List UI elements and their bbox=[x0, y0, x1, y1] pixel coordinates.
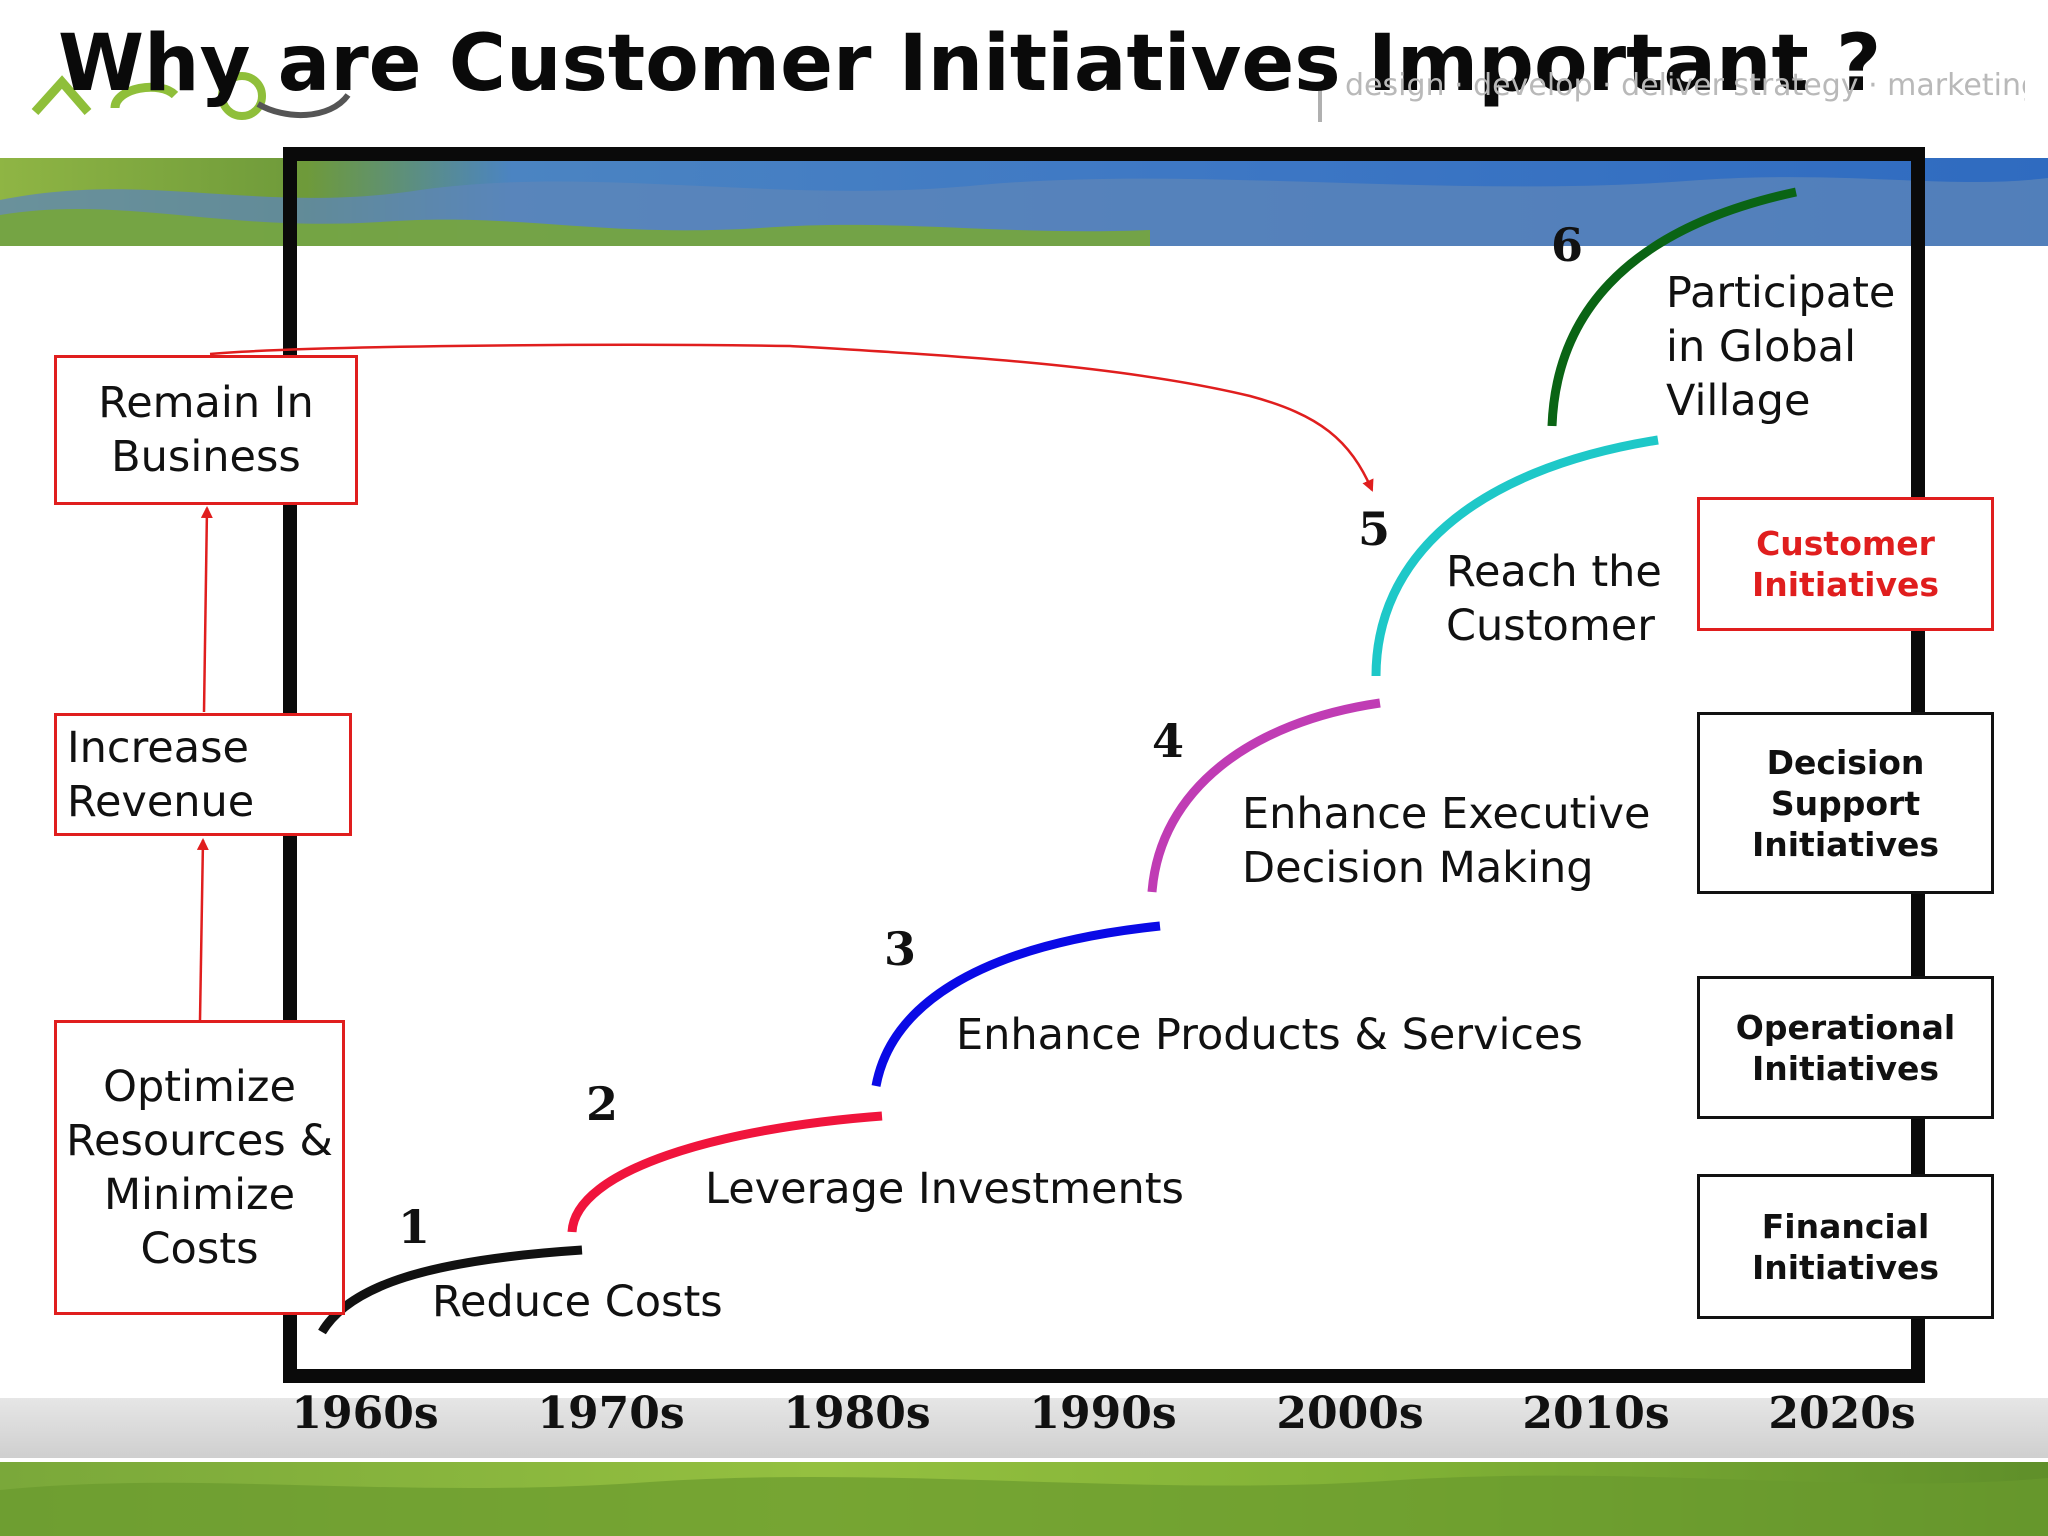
stage-number-6: 6 bbox=[1551, 218, 1584, 272]
bottom-landscape bbox=[0, 1462, 2048, 1536]
stage-label-5: Reach the Customer bbox=[1446, 547, 1662, 651]
stage-label-6: Participate in Global Village bbox=[1666, 268, 1896, 426]
initiative-label: Financial Initiatives bbox=[1751, 1206, 1940, 1287]
decade-label-1970s: 1970s bbox=[537, 1388, 685, 1439]
stage-number-3: 3 bbox=[884, 922, 917, 976]
stage-number-2: 2 bbox=[586, 1077, 619, 1131]
goal-label: Remain In Business bbox=[98, 378, 314, 482]
initiative-financial: Financial Initiatives bbox=[1697, 1174, 1994, 1319]
decade-label-1960s: 1960s bbox=[291, 1388, 439, 1439]
stage-number-5: 5 bbox=[1358, 502, 1391, 556]
decade-label-2000s: 2000s bbox=[1276, 1388, 1424, 1439]
company-logo bbox=[31, 72, 1322, 122]
initiative-decision-support: Decision Support Initiatives bbox=[1697, 712, 1994, 894]
stage-number-4: 4 bbox=[1152, 714, 1185, 768]
top-landscape-banner bbox=[0, 158, 2048, 246]
initiative-customer: Customer Initiatives bbox=[1697, 497, 1994, 631]
page-title: Why are Customer Initiatives Important ? bbox=[58, 19, 1882, 109]
tagline: design · develop · deliver strategy · ma… bbox=[1345, 68, 2025, 103]
decade-label-1980s: 1980s bbox=[783, 1388, 931, 1439]
initiative-operational: Operational Initiatives bbox=[1697, 976, 1994, 1119]
stage-arc-2 bbox=[567, 1111, 883, 1233]
goal-arrow-remain-to-stage5 bbox=[209, 343, 1374, 492]
stage-arc-4 bbox=[1147, 698, 1381, 893]
stage-label-4: Enhance Executive Decision Making bbox=[1242, 789, 1651, 893]
initiative-label: Operational Initiatives bbox=[1735, 1007, 1956, 1088]
stage-arc-6 bbox=[1547, 187, 1797, 427]
stage-label-1: Reduce Costs bbox=[432, 1277, 723, 1327]
stage-arc-3 bbox=[871, 921, 1161, 1087]
stage-number-1: 1 bbox=[398, 1200, 431, 1254]
goal-arrow-optimize-to-increase bbox=[196, 838, 209, 1021]
initiative-label: Customer Initiatives bbox=[1751, 524, 1940, 604]
stage-label-2: Leverage Investments bbox=[705, 1164, 1184, 1214]
initiative-label: Decision Support Initiatives bbox=[1751, 742, 1940, 864]
goal-arrow-increase-to-remain bbox=[200, 506, 213, 713]
stage-label-3: Enhance Products & Services bbox=[956, 1010, 1583, 1060]
decade-band bbox=[0, 1398, 2048, 1458]
decade-label-1990s: 1990s bbox=[1029, 1388, 1177, 1439]
stage-arc-5 bbox=[1371, 435, 1659, 677]
decade-label-2010s: 2010s bbox=[1522, 1388, 1670, 1439]
goal-optimize-resources: Optimize Resources & Minimize Costs bbox=[54, 1020, 345, 1315]
goal-increase-revenue: Increase Revenue bbox=[54, 713, 352, 836]
goal-label: Optimize Resources & Minimize Costs bbox=[66, 1061, 333, 1274]
goal-remain-in-business: Remain In Business bbox=[54, 355, 358, 505]
decade-label-2020s: 2020s bbox=[1768, 1388, 1916, 1439]
goal-label: Increase Revenue bbox=[67, 722, 255, 827]
